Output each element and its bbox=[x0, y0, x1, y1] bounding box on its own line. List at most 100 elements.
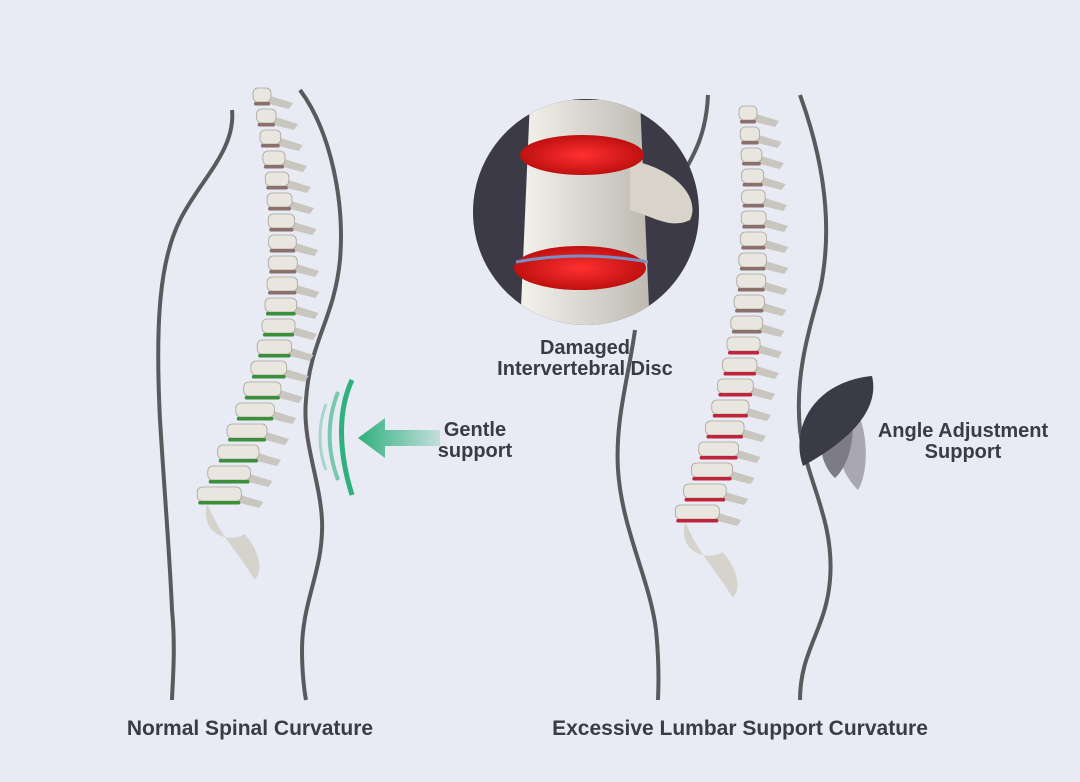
angle-support-label: Angle Adjustment Support bbox=[858, 421, 1068, 463]
vertebra bbox=[730, 315, 763, 331]
intervertebral-disc bbox=[699, 456, 738, 460]
vertebra bbox=[690, 462, 734, 478]
vertebra bbox=[266, 276, 298, 292]
intervertebral-disc bbox=[741, 246, 766, 250]
vertebra bbox=[698, 441, 739, 457]
vertebra-process bbox=[738, 428, 767, 442]
vertebra-process bbox=[291, 263, 320, 277]
vertebra bbox=[705, 420, 745, 436]
damaged-disc-label: Damaged Intervertebral Disc bbox=[470, 338, 700, 380]
intervertebral-disc bbox=[718, 393, 753, 397]
vertebra-process bbox=[260, 431, 289, 445]
gentle-support-arrow bbox=[318, 378, 440, 496]
vertebra bbox=[256, 108, 277, 124]
intervertebral-disc bbox=[692, 477, 732, 481]
damaged-disc-lower bbox=[514, 246, 646, 290]
vertebra bbox=[235, 402, 275, 418]
vertebra-process bbox=[732, 449, 761, 463]
intervertebral-disc bbox=[244, 396, 280, 400]
vertebra bbox=[717, 378, 754, 394]
vertebra bbox=[740, 210, 767, 226]
intervertebral-disc bbox=[676, 519, 719, 523]
intervertebral-disc bbox=[723, 372, 756, 376]
vertebra-process bbox=[726, 470, 755, 484]
vertebra bbox=[683, 483, 727, 499]
vertebra-process bbox=[288, 221, 317, 235]
sacrum bbox=[205, 504, 260, 579]
vertebra-process bbox=[713, 512, 742, 526]
intervertebral-disc bbox=[706, 435, 744, 439]
vertebra bbox=[217, 444, 260, 460]
intervertebral-disc bbox=[251, 375, 286, 379]
vertebra-process bbox=[280, 368, 309, 382]
vertebra-process bbox=[759, 281, 788, 295]
intervertebral-disc bbox=[258, 354, 291, 358]
intervertebral-disc bbox=[742, 183, 763, 187]
intervertebral-disc bbox=[198, 501, 241, 505]
intervertebral-disc bbox=[254, 102, 270, 106]
vertebra bbox=[262, 150, 286, 166]
vertebra bbox=[266, 192, 293, 208]
vertebra-process bbox=[285, 347, 314, 361]
vertebra bbox=[196, 486, 242, 502]
vertebra bbox=[207, 465, 251, 481]
vertebra bbox=[267, 255, 298, 271]
vertebra bbox=[711, 399, 750, 415]
intervertebral-disc bbox=[268, 207, 291, 211]
vertebra bbox=[739, 126, 761, 142]
damaged-disc-label-line2: Intervertebral Disc bbox=[497, 358, 673, 380]
intervertebral-disc bbox=[236, 417, 274, 421]
vertebra-process bbox=[750, 365, 779, 379]
vertebra-process bbox=[756, 323, 785, 337]
vertebra bbox=[267, 213, 295, 229]
intervertebral-disc bbox=[735, 309, 764, 313]
vertebra-process bbox=[753, 134, 782, 148]
vertebra bbox=[736, 273, 767, 289]
vertebra bbox=[738, 252, 767, 268]
caption-normal-curvature: Normal Spinal Curvature bbox=[126, 717, 374, 740]
vertebra bbox=[674, 504, 720, 520]
vertebra-process bbox=[244, 473, 273, 487]
vertebra-process bbox=[751, 113, 779, 127]
vertebra-process bbox=[758, 302, 787, 316]
vertebra-process bbox=[235, 494, 264, 508]
intervertebral-disc bbox=[263, 333, 295, 337]
vertebra bbox=[739, 231, 767, 247]
angle-support-cushion bbox=[799, 376, 874, 490]
vertebra-process bbox=[759, 197, 788, 211]
vertebra bbox=[264, 171, 290, 187]
vertebra-process bbox=[274, 389, 303, 403]
intervertebral-disc bbox=[269, 249, 296, 253]
vertebra-process bbox=[274, 137, 303, 151]
intervertebral-disc bbox=[228, 438, 266, 442]
intervertebral-disc bbox=[218, 459, 258, 463]
damaged-disc-label-line1: Damaged bbox=[539, 337, 631, 359]
damaged-disc-inset bbox=[473, 99, 699, 325]
vertebra bbox=[722, 357, 758, 373]
intervertebral-disc bbox=[739, 267, 766, 271]
vertebra-process bbox=[291, 284, 320, 298]
vertebra-process bbox=[290, 242, 319, 256]
gentle-support-label-line1: Gentle bbox=[443, 419, 507, 441]
intervertebral-disc bbox=[266, 186, 288, 190]
sacrum bbox=[683, 522, 738, 597]
intervertebral-disc bbox=[742, 204, 765, 208]
vertebra-process bbox=[265, 95, 293, 109]
vertebra-process bbox=[760, 218, 789, 232]
intervertebral-disc bbox=[712, 414, 748, 418]
intervertebral-disc bbox=[265, 312, 296, 316]
vertebra-process bbox=[279, 158, 308, 172]
normal-spine bbox=[196, 87, 320, 579]
vertebra-process bbox=[252, 452, 281, 466]
intervertebral-disc bbox=[684, 498, 726, 502]
intervertebral-disc bbox=[263, 165, 285, 169]
vertebra bbox=[256, 339, 293, 355]
vertebra bbox=[261, 318, 296, 334]
left-body-outline bbox=[156, 88, 343, 701]
vertebra-process bbox=[757, 176, 786, 190]
vertebra-process bbox=[268, 410, 297, 424]
vertebra-process bbox=[282, 179, 311, 193]
vertebra-process bbox=[755, 155, 784, 169]
intervertebral-disc bbox=[737, 288, 765, 292]
